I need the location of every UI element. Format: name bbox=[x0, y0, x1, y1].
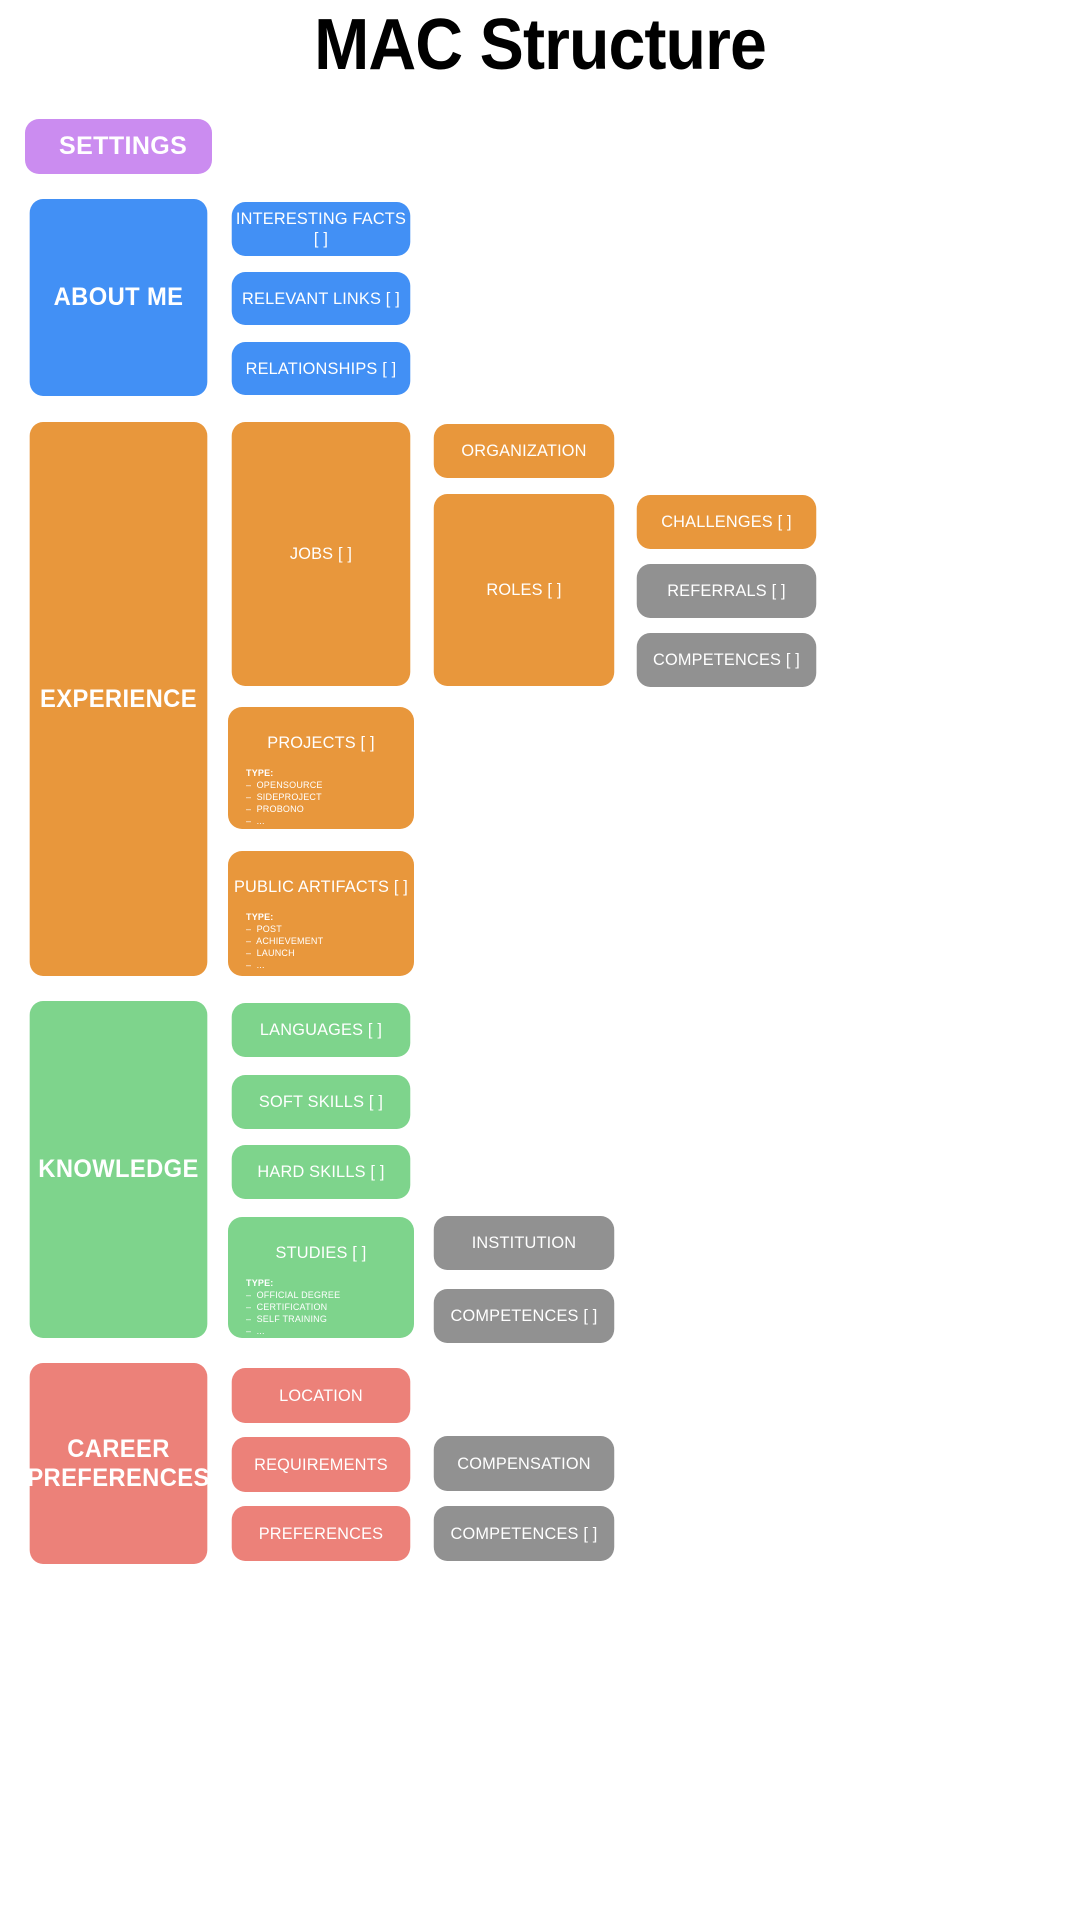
about-me-child-relevant-links[interactable]: RELEVANT LINKS [ ] bbox=[231, 272, 411, 325]
experience-grandchild-organization[interactable]: ORGANIZATION bbox=[433, 424, 615, 478]
node-label: RELATIONSHIPS [ ] bbox=[245, 358, 397, 378]
type-item: – ACHIEVEMENT bbox=[246, 936, 324, 946]
type-item: – OFFICIAL DEGREE bbox=[246, 1290, 341, 1300]
experience-ggchild-competences[interactable]: COMPETENCES [ ] bbox=[636, 633, 817, 687]
node-label: STUDIES [ ] bbox=[275, 1243, 367, 1262]
knowledge-label: KNOWLEDGE bbox=[38, 1155, 199, 1184]
career-preferences-node[interactable]: CAREER PREFERENCES bbox=[27, 1363, 209, 1564]
type-item: – PROBONO bbox=[246, 804, 305, 814]
type-heading: TYPE: bbox=[246, 912, 274, 922]
settings-node[interactable]: SETTINGS bbox=[25, 119, 212, 174]
node-label: HARD SKILLS [ ] bbox=[257, 1162, 385, 1181]
node-label: INSTITUTION bbox=[471, 1233, 577, 1252]
knowledge-child-studies[interactable]: STUDIES [ ] TYPE: – OFFICIAL DEGREE – CE… bbox=[228, 1217, 414, 1338]
about-me-child-relationships[interactable]: RELATIONSHIPS [ ] bbox=[231, 342, 411, 395]
settings-label: SETTINGS bbox=[59, 132, 188, 160]
experience-ggchild-challenges[interactable]: CHALLENGES [ ] bbox=[636, 495, 817, 549]
node-label: PUBLIC ARTIFACTS [ ] bbox=[233, 877, 409, 896]
about-me-label: ABOUT ME bbox=[53, 283, 184, 312]
type-heading: TYPE: bbox=[246, 1278, 274, 1288]
node-label: REFERRALS [ ] bbox=[667, 581, 786, 600]
type-item: – CERTIFICATION bbox=[246, 1302, 328, 1312]
node-label: COMPETENCES [ ] bbox=[450, 1523, 598, 1543]
knowledge-child-languages[interactable]: LANGUAGES [ ] bbox=[231, 1003, 411, 1057]
knowledge-grandchild-institution[interactable]: INSTITUTION bbox=[433, 1216, 615, 1270]
node-label: PROJECTS [ ] bbox=[267, 733, 375, 752]
type-item: – ... bbox=[246, 816, 265, 826]
career-grandchild-competences[interactable]: COMPETENCES [ ] bbox=[433, 1506, 615, 1561]
node-label: PREFERENCES bbox=[258, 1523, 384, 1543]
type-item: – ... bbox=[246, 1326, 265, 1336]
about-me-child-interesting-facts[interactable]: INTERESTING FACTS [ ] bbox=[231, 202, 411, 256]
experience-child-public-artifacts[interactable]: PUBLIC ARTIFACTS [ ] TYPE: – POST – ACHI… bbox=[228, 851, 414, 976]
node-label: COMPENSATION bbox=[457, 1453, 591, 1473]
studies-type-list: TYPE: – OFFICIAL DEGREE – CERTIFICATION … bbox=[246, 1277, 414, 1337]
node-label: REQUIREMENTS bbox=[254, 1454, 388, 1474]
node-label: COMPETENCES [ ] bbox=[450, 1306, 598, 1325]
type-item: – POST bbox=[246, 924, 282, 934]
experience-node[interactable]: EXPERIENCE bbox=[29, 422, 208, 976]
experience-child-projects[interactable]: PROJECTS [ ] TYPE: – OPENSOURCE – SIDEPR… bbox=[228, 707, 414, 829]
type-item: – ... bbox=[246, 960, 265, 970]
node-label: INTERESTING FACTS [ ] bbox=[235, 209, 407, 248]
knowledge-grandchild-competences[interactable]: COMPETENCES [ ] bbox=[433, 1289, 615, 1343]
career-child-location[interactable]: LOCATION bbox=[231, 1368, 411, 1423]
type-item: – LAUNCH bbox=[246, 948, 295, 958]
node-label: RELEVANT LINKS [ ] bbox=[242, 288, 400, 308]
public-artifacts-type-list: TYPE: – POST – ACHIEVEMENT – LAUNCH – ..… bbox=[246, 911, 414, 971]
about-me-node[interactable]: ABOUT ME bbox=[29, 199, 208, 396]
node-label: ORGANIZATION bbox=[461, 441, 587, 460]
node-label: SOFT SKILLS [ ] bbox=[258, 1092, 384, 1111]
projects-type-list: TYPE: – OPENSOURCE – SIDEPROJECT – PROBO… bbox=[246, 767, 414, 827]
node-label: JOBS [ ] bbox=[289, 544, 353, 563]
page-title: MAC Structure bbox=[314, 5, 767, 85]
experience-grandchild-roles[interactable]: ROLES [ ] bbox=[433, 494, 615, 686]
career-grandchild-compensation[interactable]: COMPENSATION bbox=[433, 1436, 615, 1491]
type-item: – OPENSOURCE bbox=[246, 780, 323, 790]
type-heading: TYPE: bbox=[246, 768, 274, 778]
career-child-requirements[interactable]: REQUIREMENTS bbox=[231, 1437, 411, 1492]
node-label: ROLES [ ] bbox=[486, 580, 562, 599]
experience-ggchild-referrals[interactable]: REFERRALS [ ] bbox=[636, 564, 817, 618]
type-item: – SIDEPROJECT bbox=[246, 792, 322, 802]
career-preferences-label-line1: CAREER bbox=[67, 1434, 170, 1463]
node-label: LOCATION bbox=[279, 1385, 363, 1405]
knowledge-child-hard-skills[interactable]: HARD SKILLS [ ] bbox=[231, 1145, 411, 1199]
knowledge-node[interactable]: KNOWLEDGE bbox=[29, 1001, 208, 1338]
career-child-preferences[interactable]: PREFERENCES bbox=[231, 1506, 411, 1561]
career-preferences-label-line2: PREFERENCES bbox=[27, 1463, 210, 1492]
experience-child-jobs[interactable]: JOBS [ ] bbox=[231, 422, 411, 686]
career-preferences-label: CAREER PREFERENCES bbox=[27, 1435, 209, 1493]
experience-label: EXPERIENCE bbox=[40, 684, 197, 713]
node-label: COMPETENCES [ ] bbox=[652, 650, 801, 669]
node-label: LANGUAGES [ ] bbox=[259, 1020, 383, 1039]
node-label: CHALLENGES [ ] bbox=[661, 512, 792, 531]
type-item: – SELF TRAINING bbox=[246, 1314, 328, 1324]
knowledge-child-soft-skills[interactable]: SOFT SKILLS [ ] bbox=[231, 1075, 411, 1129]
